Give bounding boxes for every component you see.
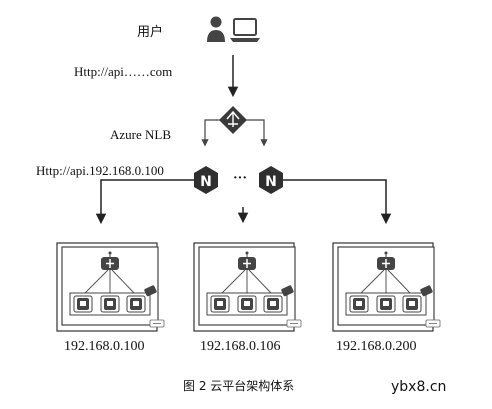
server-box-1 — [56, 242, 165, 332]
nginx-icon: N — [259, 166, 283, 194]
nginx-icon: N — [194, 166, 218, 194]
load-balancer-icon — [219, 106, 247, 134]
svg-text:N: N — [265, 174, 277, 190]
server-ip-1: 192.168.0.100 — [64, 339, 145, 354]
server-box-3 — [332, 242, 441, 332]
figure-caption: 图 2 云平台架构体系 — [183, 379, 295, 393]
request-url-label: Http://api……com — [74, 64, 173, 79]
nginx-url-label: Http://api.192.168.0.100 — [36, 163, 164, 178]
arrow-nlb-to-nginx-1 — [201, 119, 220, 147]
nginx-ellipsis: ··· — [233, 171, 248, 186]
server-box-2 — [193, 242, 302, 332]
laptop-icon — [230, 18, 260, 42]
arrow-to-server-3 — [283, 179, 392, 225]
server-ip-3: 192.168.0.200 — [336, 339, 417, 354]
arrow-to-server-1 — [95, 179, 194, 225]
watermark: ybx8.cn — [391, 379, 447, 395]
svg-text:N: N — [200, 174, 212, 190]
user-icon — [207, 16, 225, 42]
load-balancer-label: Azure NLB — [110, 127, 172, 142]
user-label: 用户 — [137, 25, 164, 40]
arrow-nlb-to-nginx-2 — [246, 119, 268, 147]
server-ip-2: 192.168.0.106 — [200, 339, 281, 354]
